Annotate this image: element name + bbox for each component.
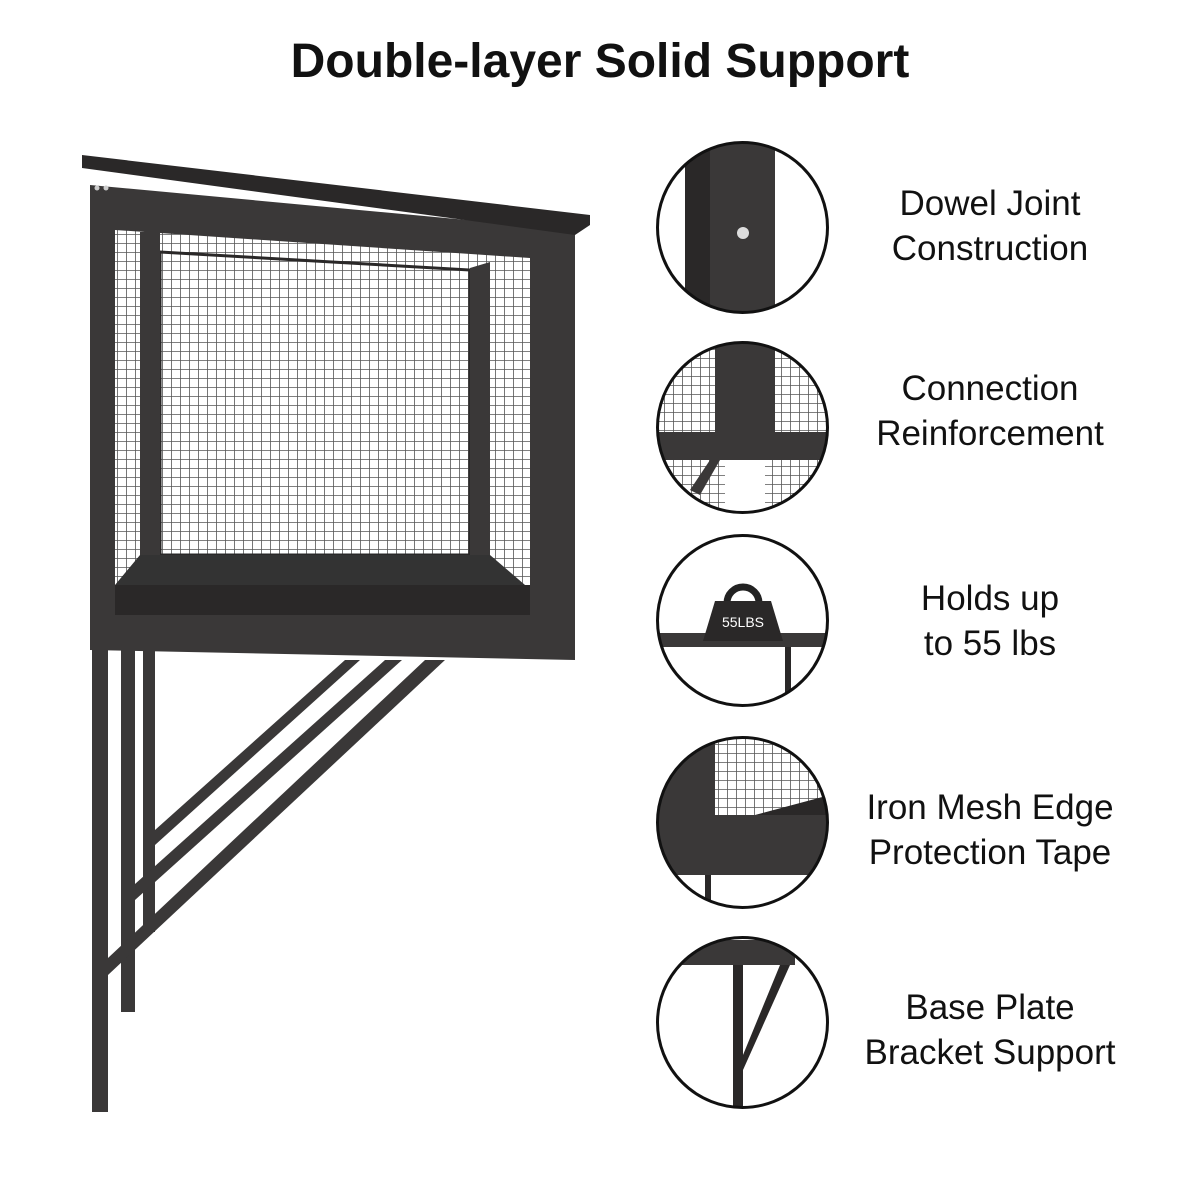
feature-weight: 55LBS (655, 533, 830, 708)
feature-connection (655, 340, 830, 515)
weight-icon: 55LBS (656, 534, 829, 707)
feature-mesh-edge (655, 735, 830, 910)
feature-dowel-joint (655, 140, 830, 315)
product-illustration (82, 155, 590, 1112)
svg-text:55LBS: 55LBS (722, 614, 764, 630)
mesh-edge-icon (656, 736, 829, 909)
dowel-joint-icon (656, 141, 829, 314)
bracket-icon (656, 936, 829, 1109)
connection-icon (656, 341, 829, 514)
page-title: Double-layer Solid Support (290, 35, 910, 88)
feature-bracket (655, 935, 830, 1110)
